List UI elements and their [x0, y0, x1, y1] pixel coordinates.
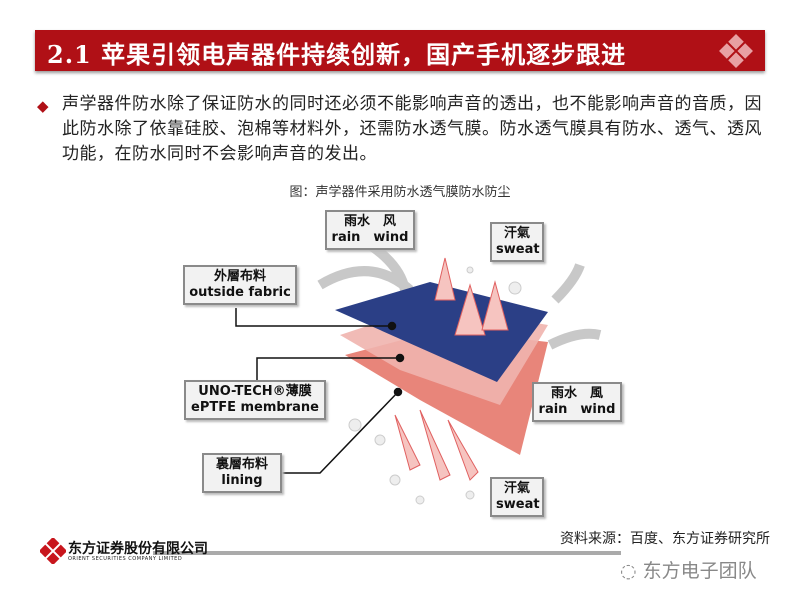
body-text: 声学器件防水除了保证防水的同时还必须不能影响声音的透出，也不能影响声音的音质，因…: [62, 94, 762, 164]
wechat-icon: ◌: [620, 560, 643, 582]
company-name-cn: 东方证券股份有限公司: [68, 541, 208, 557]
watermark-text: 东方电子团队: [642, 560, 757, 582]
page-title: 2.1 苹果引领电声器件持续创新，国产手机逐步跟进: [47, 40, 627, 69]
diamond-icon: ◆: [37, 97, 49, 115]
source-note: 资料来源：百度、东方证券研究所: [560, 531, 770, 547]
orient-logo-icon: [40, 538, 66, 564]
footer-divider: [153, 551, 621, 555]
logo-mark-icon: [719, 34, 753, 68]
company-name-en: ORIENT SECURITIES COMPANY LIMITED: [68, 556, 183, 562]
leader-lines: [235, 308, 405, 474]
figure-caption: 图：声学器件采用防水透气膜防水防尘: [289, 185, 511, 200]
vapor-arrows: [394, 257, 509, 481]
bubbles: [348, 266, 522, 505]
watermark: ◌ 东方电子团队: [620, 556, 757, 583]
title-bar: 2.1 苹果引领电声器件持续创新，国产手机逐步跟进: [35, 30, 765, 71]
